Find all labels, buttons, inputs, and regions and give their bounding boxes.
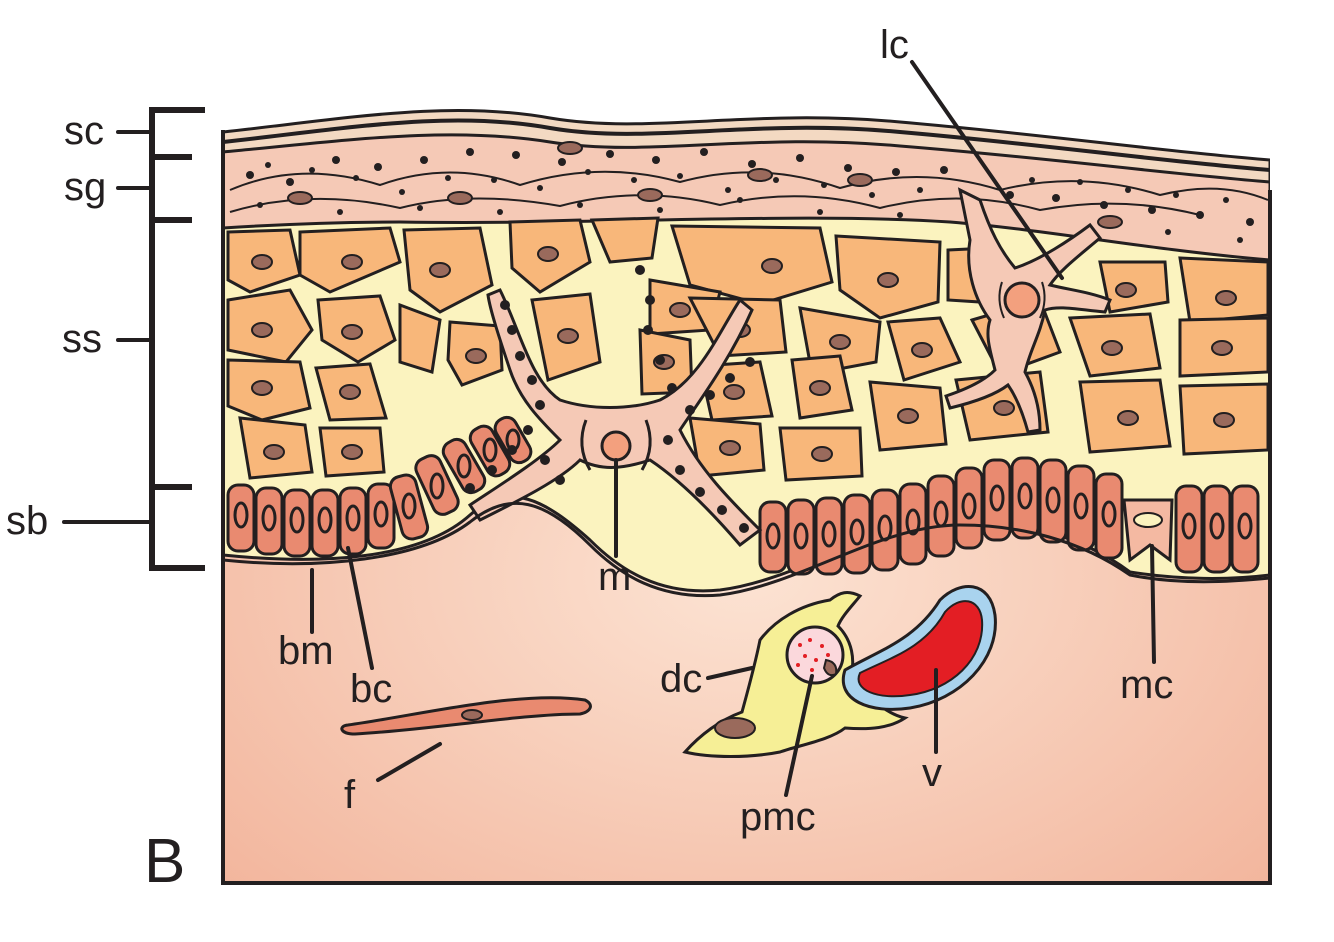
label-stratum-basale: sb [6, 499, 48, 543]
label-stratum-spinosum: ss [62, 317, 102, 361]
melanocyte-nucleus [602, 432, 630, 460]
label-basal-cell: bc [350, 667, 392, 711]
label-fibroblast: f [344, 773, 356, 817]
dendritic-cell-nucleus [715, 718, 755, 738]
label-stratum-corneum: sc [64, 109, 104, 153]
label-dendritic-cell: dc [660, 657, 702, 701]
label-melanocyte: m [598, 555, 631, 599]
langerhans-nucleus [1005, 283, 1039, 317]
panel-label: B [144, 827, 185, 896]
label-vessel: v [922, 751, 942, 795]
label-merkel-cell: mc [1120, 663, 1173, 707]
fibroblast-nucleus [462, 710, 482, 720]
merkel-cell-nucleus [1134, 513, 1162, 527]
label-stratum-granulosum: sg [64, 165, 106, 209]
label-perivascular-mast-cell: pmc [740, 795, 816, 839]
label-basement-membrane: bm [278, 629, 334, 673]
label-langerhans-cell: lc [880, 23, 909, 67]
